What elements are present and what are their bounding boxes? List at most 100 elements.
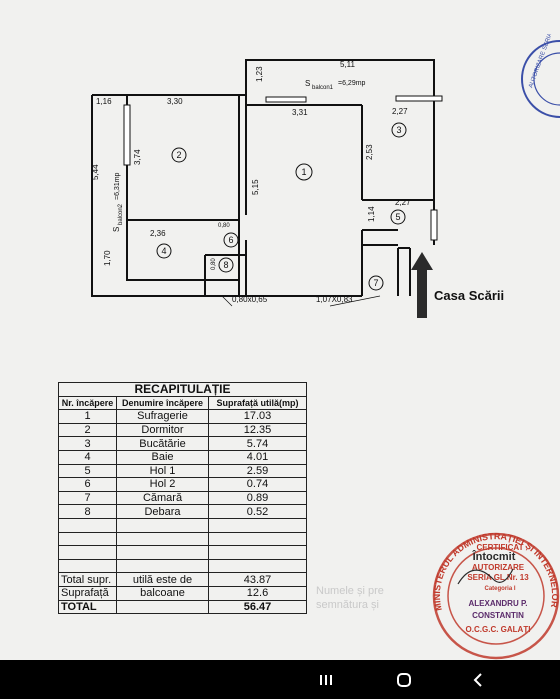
stamp-line-7: CONSTANTIN xyxy=(472,611,524,620)
cell-nr: 5 xyxy=(58,463,117,479)
cell-empty xyxy=(116,517,209,533)
cell-grand-desc xyxy=(116,599,209,615)
stamp-line-1: CERTIFICAT xyxy=(477,543,524,552)
recap-header-row: Nr. încăpere Denumire încăpere Suprafață… xyxy=(58,395,308,411)
home-button[interactable] xyxy=(384,660,424,699)
cell-empty xyxy=(116,531,209,547)
dimension-leaders xyxy=(221,295,381,307)
cell-empty xyxy=(58,545,117,560)
dim-123: 1,23 xyxy=(255,66,264,82)
stamp-line-8: O.C.G.C. GALAȚI xyxy=(466,625,531,634)
table-row-empty xyxy=(58,558,308,574)
recap-table: RECAPITULAȚIE Nr. încăpere Denumire încă… xyxy=(57,382,308,615)
cell-balcony-value: 12.6 xyxy=(207,585,308,601)
dim-330: 3,30 xyxy=(167,97,183,106)
cell-grand-value: 56.47 xyxy=(207,599,308,615)
cell-area: 5.74 xyxy=(207,436,308,451)
stamp-line-3: AUTORIZARE xyxy=(472,563,525,572)
recap-title: RECAPITULAȚIE xyxy=(57,382,308,397)
plan-windows xyxy=(123,95,443,241)
entrance-arrow-icon xyxy=(411,252,433,318)
recent-apps-icon xyxy=(320,674,332,685)
dim-331: 3,31 xyxy=(292,108,308,117)
cell-area: 0.52 xyxy=(207,504,308,519)
grand-total-row: TOTAL 56.47 xyxy=(58,599,308,615)
cell-total-desc: utilă este de xyxy=(116,572,209,587)
room-number-4: 4 xyxy=(161,246,166,256)
cell-balcony-label: Suprafață xyxy=(58,585,117,601)
table-row-empty xyxy=(58,517,308,533)
stairs-label: Casa Scării xyxy=(434,288,505,303)
cell-name: Debara xyxy=(116,504,209,519)
cell-empty xyxy=(207,558,308,574)
cell-nr: 2 xyxy=(58,422,117,438)
cell-nr: 4 xyxy=(58,449,117,465)
stamp-line-2: Întocmit xyxy=(472,550,516,563)
dim-080b: 0,80 xyxy=(211,258,217,270)
cell-empty xyxy=(58,558,117,574)
cell-total-label: Total supr. xyxy=(58,572,117,587)
cell-area: 2.59 xyxy=(207,463,308,479)
dim-227a: 2,27 xyxy=(392,107,408,116)
system-navigation-bar xyxy=(0,660,560,699)
recent-apps-button[interactable] xyxy=(306,660,346,699)
cell-name: Hol 1 xyxy=(116,463,209,479)
room-number-1: 1 xyxy=(301,167,306,177)
room-numbers: 2 1 3 5 4 6 7 8 xyxy=(156,122,407,291)
dim-top-total: 5,11 xyxy=(340,60,356,69)
dim-253: 2,53 xyxy=(365,144,374,160)
signature-scribble-icon xyxy=(457,568,514,585)
stamp-line-4: SERIA GL Nr. 13 xyxy=(467,573,529,582)
cell-nr: 6 xyxy=(58,477,117,492)
cell-area: 17.03 xyxy=(207,409,308,424)
room-number-8: 8 xyxy=(223,260,228,270)
cell-nr: 3 xyxy=(58,436,117,451)
header-room-number: Nr. încăpere xyxy=(58,395,117,411)
room-number-3: 3 xyxy=(396,125,401,135)
cell-empty xyxy=(116,545,209,560)
cell-empty xyxy=(116,558,209,574)
door-dim-1: 0,80x0,65 xyxy=(232,295,268,304)
header-area: Suprafață utilă(mp) xyxy=(207,395,308,411)
faded-line-2: semnătura și xyxy=(316,599,379,611)
dim-374: 3,74 xyxy=(133,149,142,165)
room-number-5: 5 xyxy=(395,212,400,222)
room-number-2: 2 xyxy=(176,150,181,160)
cell-empty xyxy=(207,517,308,533)
door-dim-2: 1,07X0,83 xyxy=(316,295,353,304)
dim-080a: 0,80 xyxy=(218,223,230,229)
cell-total-value: 43.87 xyxy=(207,572,308,587)
balcony2-s: S xyxy=(112,227,121,232)
back-button[interactable] xyxy=(458,660,498,699)
official-stamp-icon: MINISTERUL ADMINISTRAȚIEI ȘI INTERNELOR … xyxy=(418,514,560,660)
faded-signature-text: Numele și pre semnătura și xyxy=(316,584,384,612)
cell-area: 4.01 xyxy=(207,449,308,465)
table-row-empty xyxy=(58,531,308,547)
dim-227b: 2,27 xyxy=(395,198,411,207)
plan-dimensions: 5,11 1,23 S balcon1 =6,29mp 3,31 1,16 3,… xyxy=(91,60,411,304)
dim-114: 1,14 xyxy=(367,206,376,222)
cell-grand-label: TOTAL xyxy=(58,599,117,615)
room-number-6: 6 xyxy=(228,235,233,245)
dim-236: 2,36 xyxy=(150,229,166,238)
table-row-empty xyxy=(58,545,308,560)
stamp-line-6: ALEXANDRU P. xyxy=(469,599,528,608)
cell-area: 0.89 xyxy=(207,490,308,506)
dim-544: 5,44 xyxy=(91,164,100,180)
faded-line-1: Numele și pre xyxy=(316,585,384,597)
plan-walls xyxy=(91,59,435,297)
back-icon xyxy=(473,672,482,687)
cell-name: Cămară xyxy=(116,490,209,506)
cell-name: Dormitor xyxy=(116,422,209,438)
stamp-line-5: Categoria I xyxy=(484,586,515,592)
header-room-name: Denumire încăpere xyxy=(116,395,209,411)
